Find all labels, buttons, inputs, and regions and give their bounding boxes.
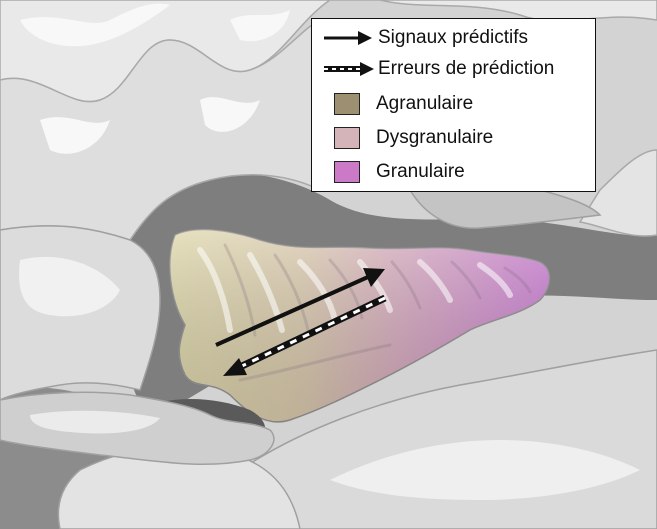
solid-arrow-icon [322,28,374,48]
legend: Signaux prédictifs Erreurs de prédiction… [311,18,596,192]
dysgranular-swatch [334,127,360,149]
legend-label-granular: Granulaire [376,161,465,183]
granular-swatch [334,161,360,183]
legend-label-agranular: Agranulaire [376,93,473,115]
agranular-swatch [334,93,360,115]
legend-item-predictive-signals: Signaux prédictifs [312,25,528,51]
legend-label-prediction-errors: Erreurs de prédiction [378,58,554,80]
legend-label-dysgranular: Dysgranulaire [376,127,493,149]
legend-item-agranular: Agranulaire [312,91,473,117]
legend-label-predictive-signals: Signaux prédictifs [378,27,528,49]
dashed-arrow-icon [322,59,376,79]
legend-item-prediction-errors: Erreurs de prédiction [312,56,554,82]
legend-item-granular: Granulaire [312,159,465,185]
legend-item-dysgranular: Dysgranulaire [312,125,493,151]
